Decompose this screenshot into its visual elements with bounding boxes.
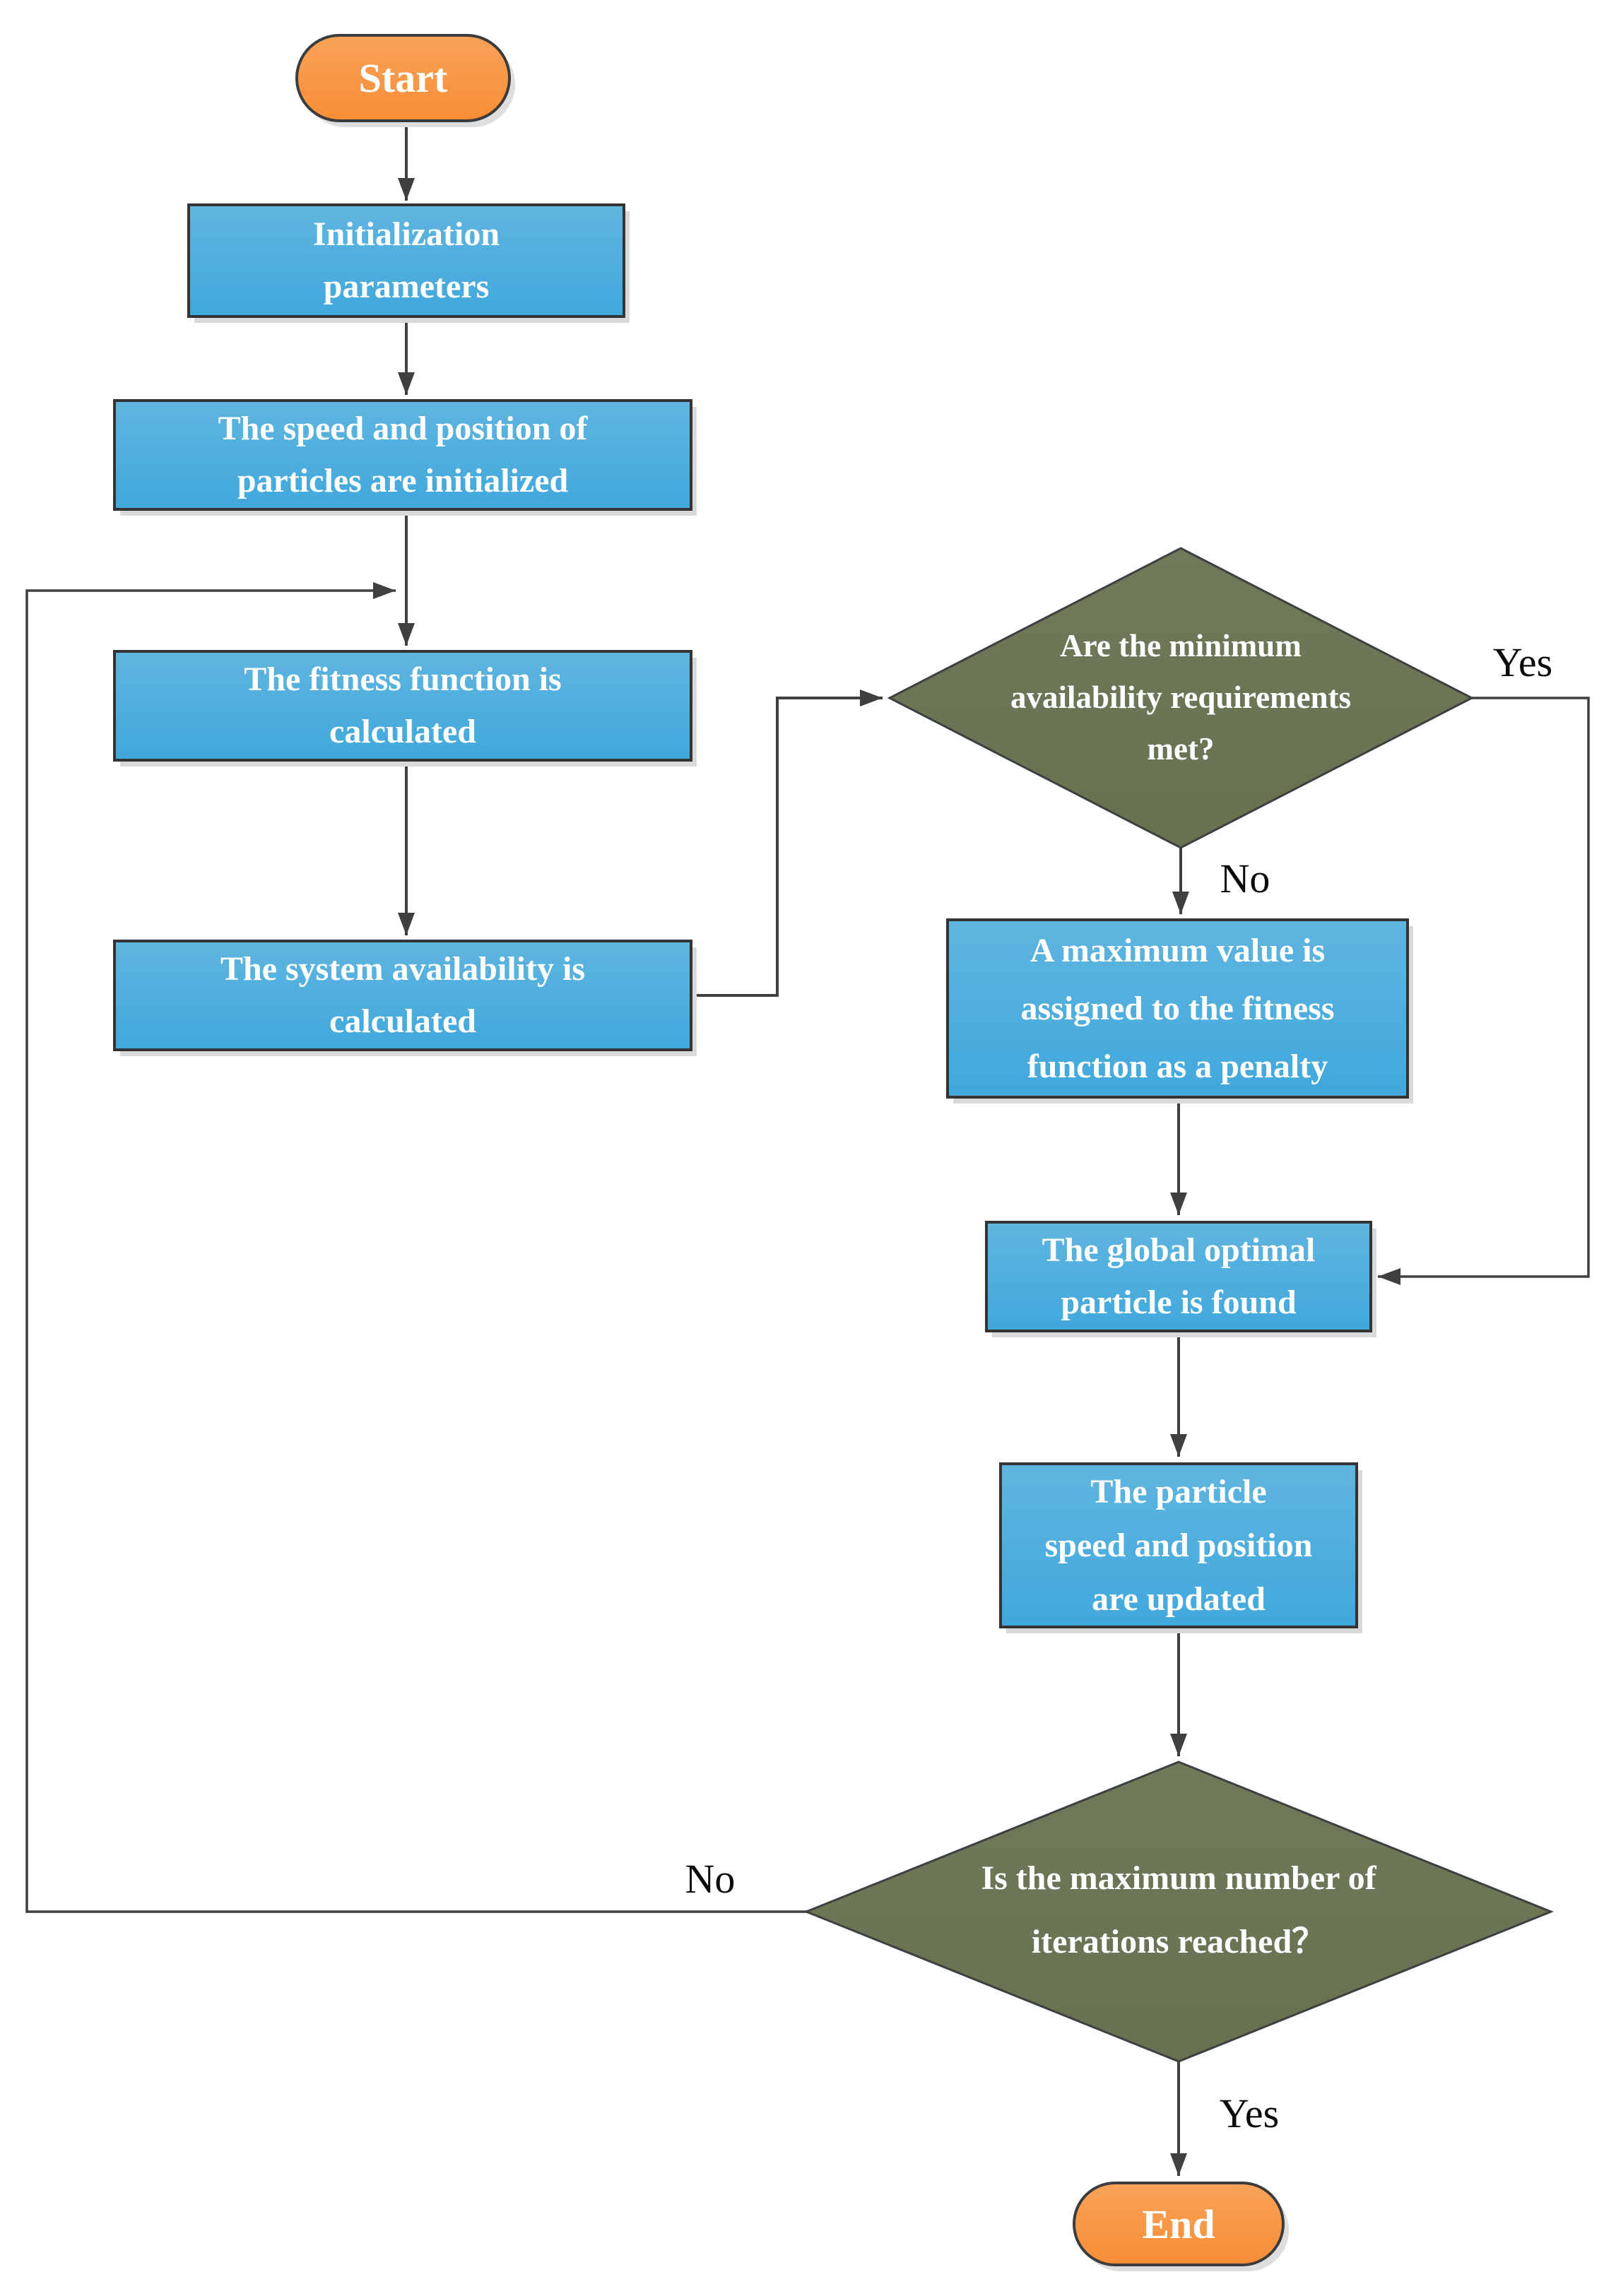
- fitness-line1: The fitness function is: [244, 661, 562, 698]
- update-particles-node: The particle speed and position are upda…: [999, 1462, 1358, 1628]
- decision-max-iterations-shape: [803, 1761, 1555, 2063]
- init-parameters-node: Initialization parameters: [187, 203, 625, 318]
- decision1-line1: Are the minimum: [1060, 628, 1302, 663]
- decision1-line2: availability requirements: [1010, 680, 1352, 715]
- penalty-node: A maximum value is assigned to the fitne…: [946, 918, 1409, 1099]
- penalty-line1: A maximum value is: [1030, 931, 1326, 969]
- decision2-no-label: No: [685, 1856, 736, 1902]
- start-node: Start: [295, 34, 511, 122]
- decision2-line1: Is the maximum number of: [981, 1859, 1376, 1897]
- global-optimal-line1: The global optimal: [1042, 1231, 1316, 1269]
- init-particles-node: The speed and position of particles are …: [113, 399, 692, 511]
- connector-loopback-junction: [25, 582, 809, 1913]
- end-node: End: [1073, 2182, 1285, 2266]
- start-label: Start: [358, 55, 448, 101]
- decision1-no-label: No: [1220, 856, 1270, 901]
- decision-max-iterations-label: Is the maximum number of iterations reac…: [825, 1847, 1532, 1974]
- update-particles-line3: are updated: [1092, 1580, 1266, 1618]
- availability-line2: calculated: [329, 1002, 476, 1040]
- decision1-yes-label: Yes: [1492, 639, 1553, 685]
- decision2-yes-label: Yes: [1219, 2090, 1280, 2136]
- penalty-line2: assigned to the fitness: [1020, 989, 1335, 1027]
- connector-decision1-yes-to-global: [1378, 697, 1590, 1285]
- decision2-line2: iterations reached？: [1031, 1923, 1326, 1960]
- decision-min-availability-shape: [887, 547, 1475, 849]
- penalty-line3: function as a penalty: [1027, 1047, 1328, 1085]
- decision-min-availability-label: Are the minimum availability requirement…: [898, 620, 1463, 775]
- availability-line1: The system availability is: [220, 950, 586, 988]
- init-parameters-line1: Initialization: [312, 215, 500, 253]
- availability-node: The system availability is calculated: [113, 940, 692, 1051]
- fitness-node: The fitness function is calculated: [113, 650, 692, 762]
- init-particles-line1: The speed and position of: [218, 410, 588, 447]
- decision1-line3: met?: [1147, 731, 1215, 767]
- end-label: End: [1142, 2201, 1215, 2247]
- update-particles-line1: The particle: [1090, 1472, 1267, 1510]
- init-particles-line2: particles are initialized: [237, 462, 569, 499]
- update-particles-line2: speed and position: [1044, 1526, 1313, 1564]
- global-optimal-line2: particle is found: [1061, 1284, 1297, 1321]
- global-optimal-node: The global optimal particle is found: [985, 1221, 1372, 1332]
- fitness-line2: calculated: [329, 713, 476, 750]
- connector-availability-to-decision1: [692, 690, 883, 997]
- init-parameters-line2: parameters: [323, 268, 490, 305]
